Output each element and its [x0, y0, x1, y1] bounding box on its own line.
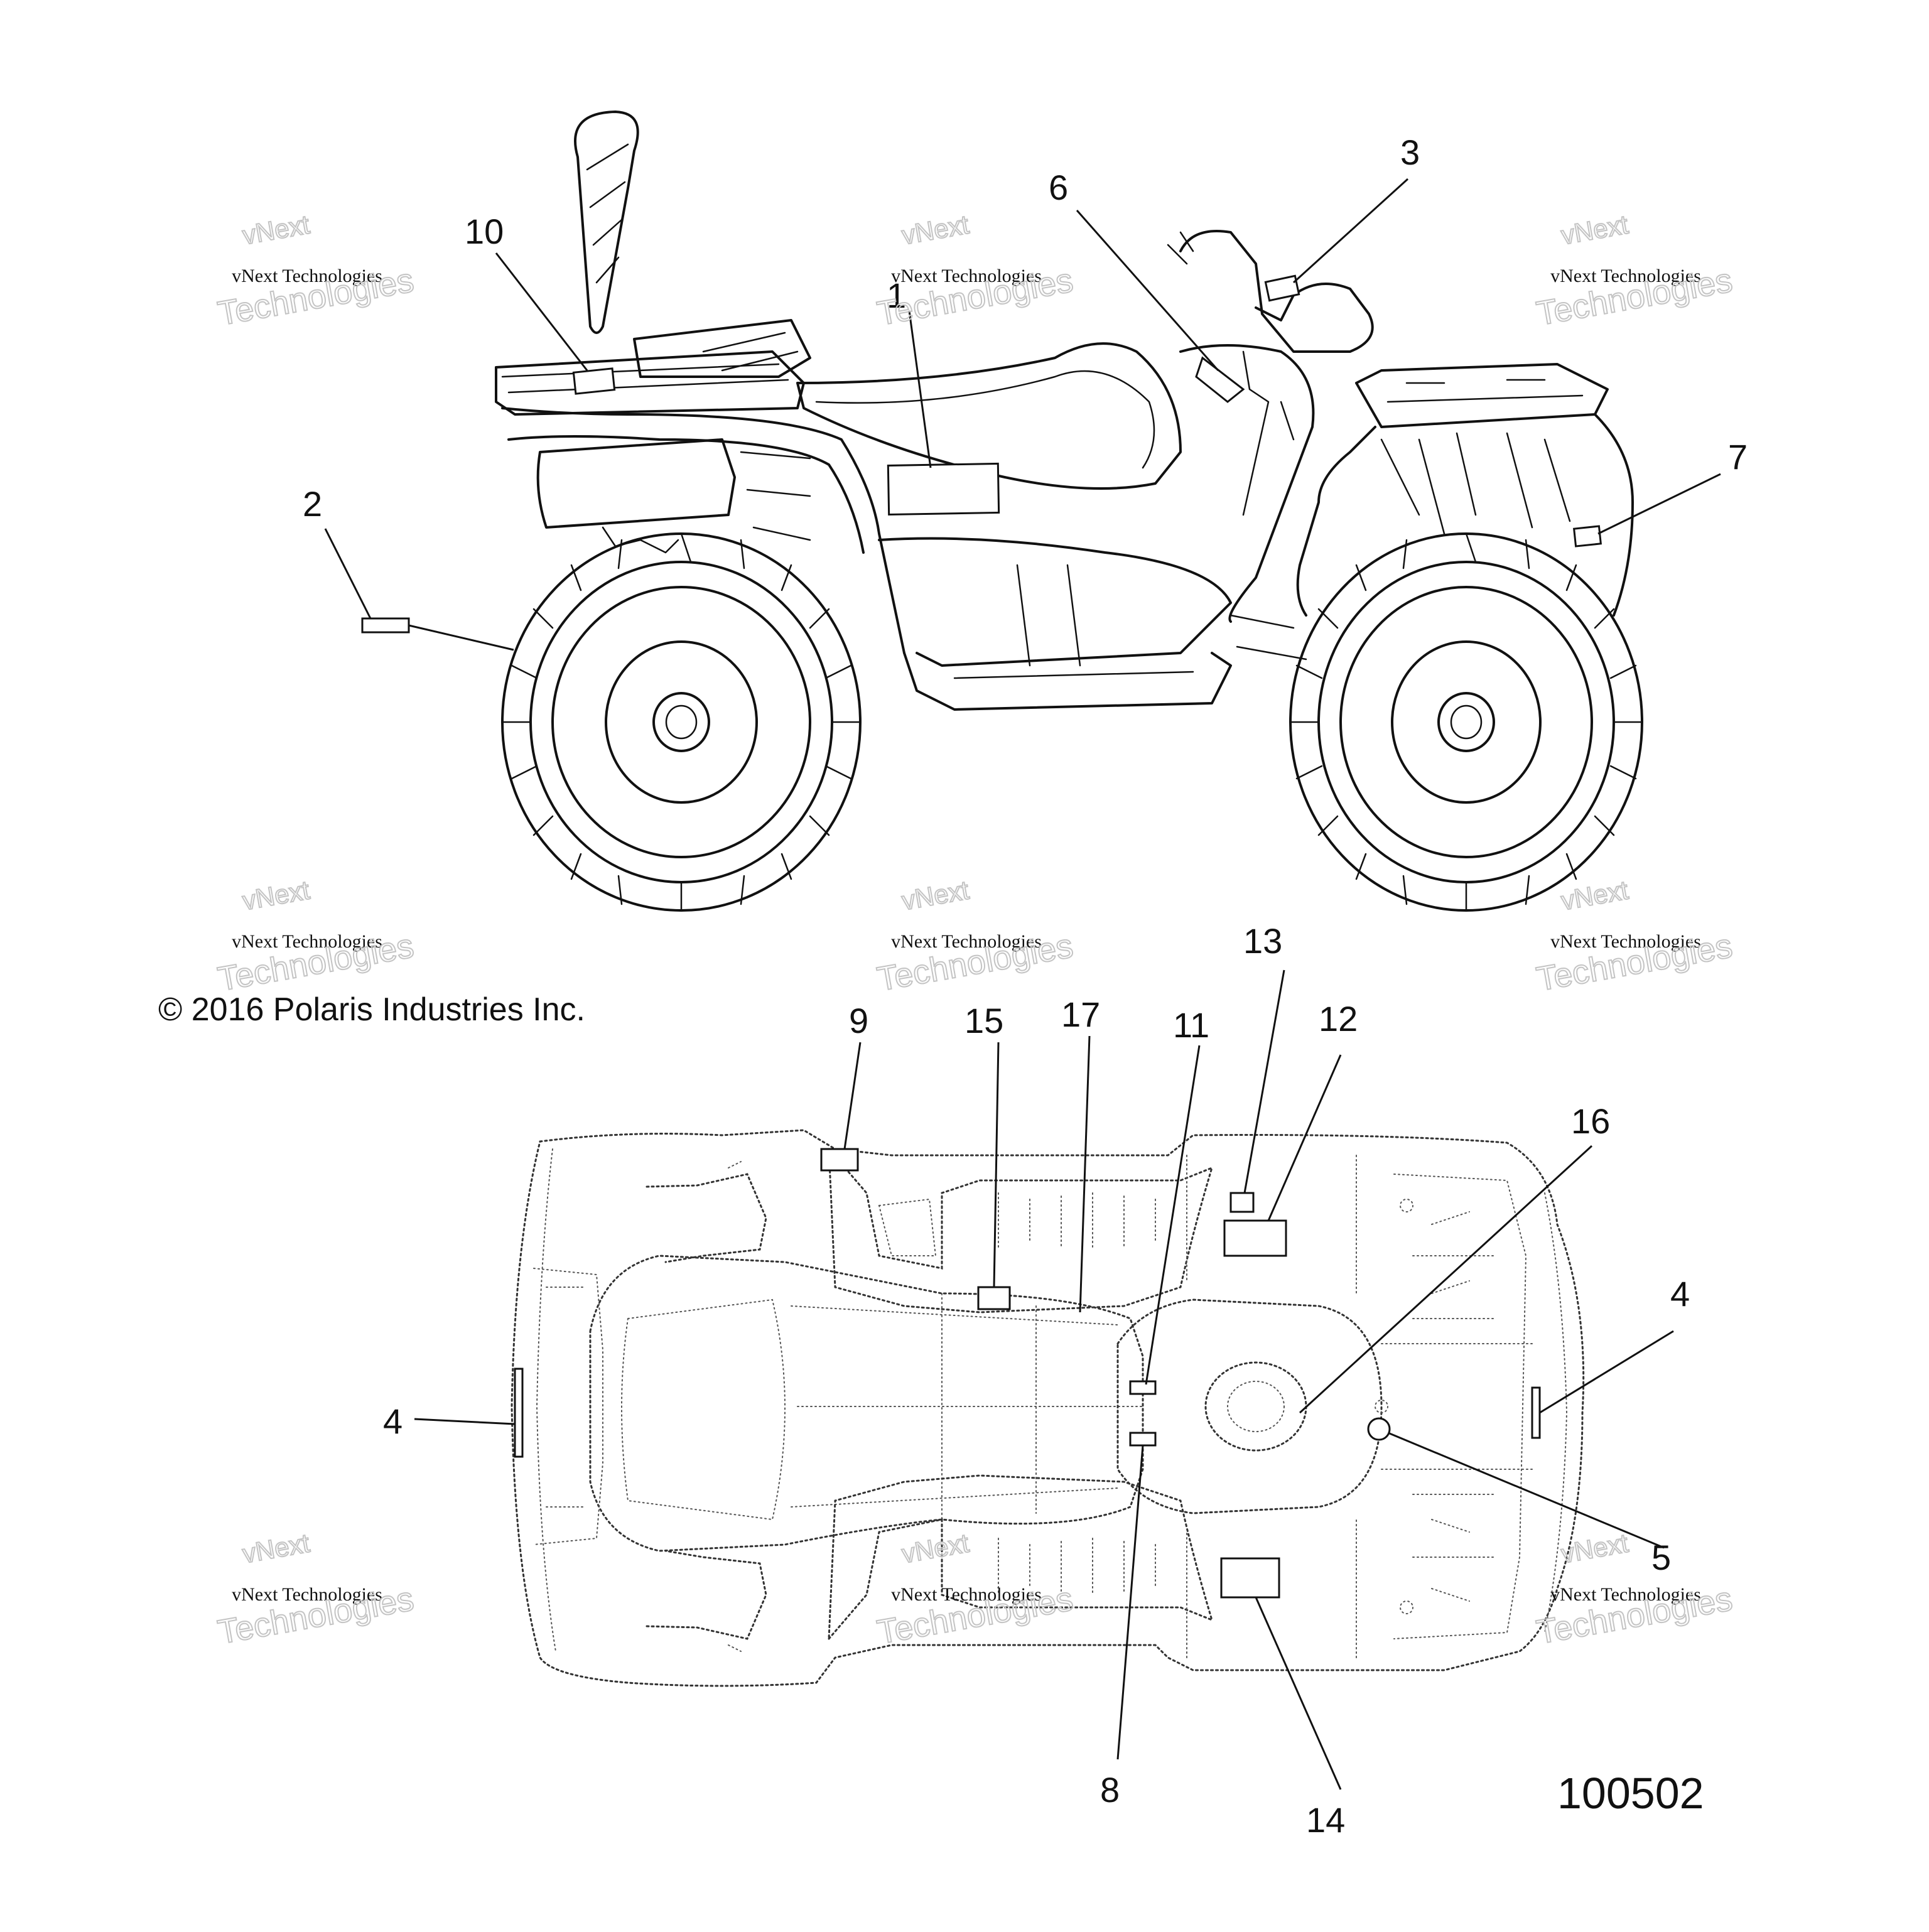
- svg-text:vNext Technologies: vNext Technologies: [1550, 931, 1701, 952]
- callout-14: 14: [1306, 1800, 1345, 1840]
- svg-text:vNext Technologies: vNext Technologies: [232, 931, 382, 952]
- decal-11: [1129, 1380, 1157, 1395]
- svg-text:vNext: vNext: [1559, 875, 1630, 915]
- decal-14: [1220, 1557, 1280, 1599]
- callout-5: 5: [1651, 1538, 1671, 1577]
- watermark-mid-left: vNext vNext Technologies Technologies: [215, 874, 418, 999]
- front-wheel: [1289, 532, 1643, 912]
- callout-2: 2: [303, 484, 322, 524]
- top-view-atv: [511, 1129, 1585, 1687]
- decal-5: [1367, 1417, 1391, 1441]
- callout-4-front: 4: [1670, 1274, 1690, 1314]
- callout-6: 6: [1049, 168, 1068, 207]
- rear-wheel: [501, 532, 862, 912]
- svg-text:vNext Technologies: vNext Technologies: [1550, 1584, 1701, 1605]
- watermark-mid-center: vNext vNext Technologies Technologies: [874, 874, 1077, 999]
- decal-7: [1572, 525, 1602, 548]
- callout-15: 15: [964, 1001, 1003, 1040]
- callout-16: 16: [1571, 1101, 1610, 1141]
- top-view-leaders: [414, 969, 1674, 1790]
- decal-9: [820, 1148, 859, 1172]
- callout-10: 10: [465, 212, 504, 251]
- watermark-bottom-center: vNext vNext Technologies Technologies: [874, 1527, 1077, 1652]
- svg-text:vNext: vNext: [1559, 1528, 1630, 1568]
- callout-13: 13: [1243, 921, 1282, 961]
- svg-text:vNext: vNext: [240, 1528, 311, 1568]
- decal-13: [1229, 1192, 1255, 1213]
- svg-text:vNext: vNext: [899, 1528, 971, 1568]
- svg-text:vNext: vNext: [899, 875, 971, 915]
- watermark-top-left: vNext vNext Technologies Technologies: [215, 208, 418, 333]
- decal-12: [1223, 1219, 1287, 1257]
- svg-text:vNext Technologies: vNext Technologies: [891, 1584, 1042, 1605]
- svg-text:vNext Technologies: vNext Technologies: [891, 266, 1042, 286]
- svg-text:vNext: vNext: [899, 209, 971, 250]
- part-number: 100502: [1557, 1769, 1704, 1818]
- svg-text:vNext: vNext: [240, 875, 311, 915]
- callout-1: 1: [887, 276, 906, 315]
- watermark-top-center: vNext vNext Technologies Technologies: [874, 208, 1077, 333]
- callout-8: 8: [1100, 1770, 1120, 1810]
- decal-2: [361, 617, 410, 634]
- callout-4-rear: 4: [383, 1401, 403, 1441]
- svg-text:vNext Technologies: vNext Technologies: [891, 931, 1042, 952]
- callout-12: 12: [1319, 999, 1358, 1039]
- watermark-mid-right: vNext vNext Technologies Technologies: [1533, 874, 1736, 999]
- svg-text:vNext Technologies: vNext Technologies: [1550, 266, 1701, 286]
- decal-6: [1195, 356, 1245, 403]
- decal-15: [977, 1286, 1011, 1310]
- watermark-bottom-left: vNext vNext Technologies Technologies: [215, 1527, 418, 1652]
- decal-10: [572, 367, 616, 395]
- copyright-text: © 2016 Polaris Industries Inc.: [158, 991, 585, 1028]
- watermark-top-right: vNext vNext Technologies Technologies: [1533, 208, 1736, 333]
- callout-numbers: 1 2 3 6 7 10 4 4 5 8 9 11 12 13 14 15 16…: [303, 132, 1748, 1840]
- side-view-atv: [361, 111, 1643, 912]
- callout-7: 7: [1728, 437, 1748, 477]
- callout-3: 3: [1400, 132, 1420, 172]
- decal-4-rear: [514, 1368, 524, 1458]
- svg-text:vNext Technologies: vNext Technologies: [232, 1584, 382, 1605]
- decal-8: [1129, 1432, 1157, 1447]
- callout-17: 17: [1061, 995, 1100, 1034]
- callout-9: 9: [849, 1001, 868, 1040]
- svg-text:vNext Technologies: vNext Technologies: [232, 266, 382, 286]
- svg-text:vNext: vNext: [240, 209, 311, 250]
- decal-3: [1264, 274, 1300, 302]
- callout-11: 11: [1173, 1005, 1209, 1045]
- side-view-leaders: [324, 178, 1721, 651]
- decal-1: [887, 462, 1000, 516]
- svg-text:vNext: vNext: [1559, 209, 1630, 250]
- decal-4-front: [1531, 1386, 1541, 1439]
